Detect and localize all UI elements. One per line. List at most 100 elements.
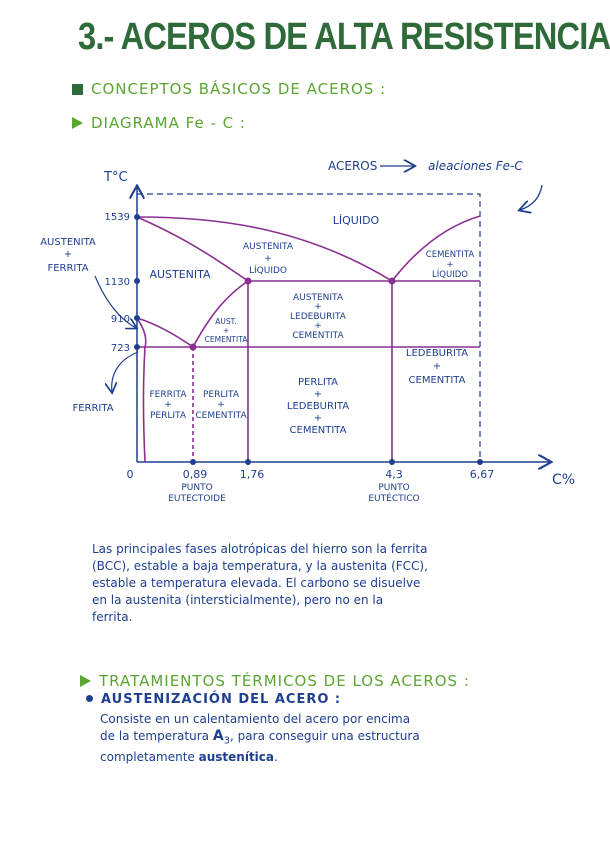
triangle-bullet-icon — [72, 117, 83, 129]
region-perlita-cementita: CEMENTITA — [195, 411, 247, 421]
y-tick-label: 1130 — [105, 277, 130, 288]
label-austenita-ferrita: + — [64, 249, 72, 260]
bullet-dot-icon — [86, 695, 93, 702]
note-aleaciones: aleaciones Fe-C — [428, 159, 523, 173]
label-austenita-ferrita: FERRITA — [47, 263, 88, 274]
region-austenita-ledeburita: AUSTENITA — [293, 293, 344, 303]
a3-symbol: A — [212, 728, 224, 744]
note-aceros: ACEROS — [328, 159, 377, 173]
pointer-arrow-icon — [112, 351, 139, 392]
region-perlita-ledeburita: CEMENTITA — [290, 425, 347, 436]
heading-tratamientos: TRATAMIENTOS TÉRMICOS DE LOS ACEROS : — [80, 672, 470, 690]
pointer-arrow-icon — [94, 275, 136, 328]
region-austenita-ledeburita: + — [314, 321, 322, 331]
austenitica-word: austenítica — [198, 750, 274, 765]
square-bullet-icon — [72, 84, 83, 95]
region-ferrita-perlita: + — [164, 400, 172, 410]
austenizacion-heading-text: AUSTENIZACIÓN DEL ACERO : — [101, 692, 342, 707]
tick-910 — [134, 315, 140, 321]
paragraph-fases: Las principales fases alotrópicas del hi… — [92, 541, 428, 626]
heading-diagrama: DIAGRAMA Fe - C : — [72, 114, 246, 132]
ferrite-low-boundary — [142, 346, 146, 463]
tick-1539 — [134, 214, 140, 220]
triangle-bullet-icon — [80, 675, 91, 687]
tick-176 — [245, 459, 251, 465]
region-austenita-liquido: LÍQUIDO — [249, 264, 287, 276]
eutectoide-label: EUTECTOIDE — [168, 494, 226, 504]
region-ferrita-perlita: PERLITA — [150, 411, 187, 421]
solidus-left — [136, 216, 249, 282]
y-tick-label: 910 — [111, 314, 130, 325]
point-eutectico — [388, 277, 396, 285]
liquidus-right — [391, 215, 481, 282]
label-ferrita: FERRITA — [72, 403, 113, 414]
diagram-boundary — [137, 193, 481, 462]
austenizacion-line: Consiste en un calentamiento del acero p… — [100, 712, 411, 726]
heading-tratamientos-text: TRATAMIENTOS TÉRMICOS DE LOS ACEROS : — [99, 672, 470, 690]
region-austenita-liquido: + — [264, 254, 272, 264]
x-tick-label: 6,67 — [470, 468, 495, 481]
tick-667 — [477, 459, 483, 465]
a3-line — [136, 317, 194, 348]
paragraph-line: (BCC), estable a baja temperatura, y la … — [92, 559, 428, 573]
x-tick-label: 1,76 — [240, 468, 265, 481]
region-perlita-ledeburita: PERLITA — [298, 377, 338, 388]
ferrite-boundary — [136, 317, 147, 348]
tick-1130 — [134, 278, 140, 284]
a3-subscript: 3 — [223, 735, 231, 747]
region-aust-cementita: AUST. — [215, 317, 236, 326]
y-axis-label: T°C — [103, 170, 128, 185]
region-aust-cementita: + — [223, 326, 229, 335]
region-perlita-ledeburita: LEDEBURITA — [287, 401, 349, 412]
paragraph-line: en la austenita (intersticialmente), per… — [92, 593, 384, 607]
region-austenita-liquido: AUSTENITA — [243, 242, 294, 252]
heading-diagrama-text: DIAGRAMA Fe - C : — [91, 114, 246, 132]
region-austenita-ledeburita: LEDEBURITA — [290, 312, 347, 322]
region-ledeburita-cementita: CEMENTITA — [409, 375, 466, 386]
region-perlita-cementita: PERLITA — [203, 390, 240, 400]
paragraph-line: Las principales fases alotrópicas del hi… — [92, 542, 428, 556]
page-title: 3.- ACEROS DE ALTA RESISTENCIA — [78, 16, 610, 58]
eutectico-label: PUNTO — [378, 483, 409, 493]
heading-conceptos: CONCEPTOS BÁSICOS DE ACEROS : — [72, 80, 386, 98]
y-tick-label: 1539 — [105, 212, 130, 223]
austenizacion-line2b: , para conseguir una estructura — [230, 729, 420, 743]
point-1130-176 — [244, 277, 252, 285]
region-perlita-ledeburita: + — [314, 389, 322, 400]
austenizacion-line3a: completamente — [100, 750, 195, 765]
x-tick-label: 0,89 — [183, 468, 208, 481]
paragraph-line: estable a temperatura elevada. El carbon… — [92, 576, 421, 590]
region-ledeburita-cementita: + — [433, 361, 441, 372]
heading-conceptos-text: CONCEPTOS BÁSICOS DE ACEROS : — [91, 80, 387, 98]
eutectoide-label: PUNTO — [181, 483, 212, 493]
curved-arrow-icon — [520, 184, 543, 210]
region-ferrita-perlita: FERRITA — [150, 390, 188, 400]
region-cementita-liquido: + — [446, 260, 453, 270]
point-eutectoide — [189, 343, 197, 351]
label-austenita-ferrita: AUSTENITA — [40, 237, 96, 248]
x-tick-label: 4,3 — [385, 468, 403, 481]
region-liquido: LÍQUIDO — [333, 214, 380, 227]
region-cementita-liquido: CEMENTITA — [426, 250, 475, 260]
tick-43 — [389, 459, 395, 465]
region-perlita-ledeburita: + — [314, 413, 322, 424]
x-axis-label: C% — [552, 472, 575, 488]
eutectico-label: EUTÉCTICO — [368, 492, 419, 504]
y-tick-label: 723 — [111, 343, 130, 354]
austenizacion-line3c: . — [274, 750, 278, 765]
region-ledeburita-cementita: LEDEBURITA — [406, 348, 468, 359]
region-cementita-liquido: LÍQUIDO — [432, 268, 468, 280]
austenizacion-text: Consiste en un calentamiento del acero p… — [100, 711, 420, 766]
austenizacion-line2a: de la temperatura — [100, 729, 209, 743]
austenizacion-line: de la temperatura A3, para conseguir una… — [100, 728, 420, 749]
region-aust-cementita: CEMENTITA — [205, 335, 249, 344]
x-tick-label: 0 — [127, 468, 134, 481]
region-perlita-cementita: + — [217, 400, 225, 410]
liquidus-left — [136, 216, 393, 282]
paragraph-line: ferrita. — [92, 610, 133, 624]
region-austenita: AUSTENITA — [149, 268, 211, 281]
region-austenita-ledeburita: CEMENTITA — [292, 331, 344, 341]
austenizacion-line: completamente austenítica. — [100, 749, 420, 766]
tick-089 — [190, 459, 196, 465]
